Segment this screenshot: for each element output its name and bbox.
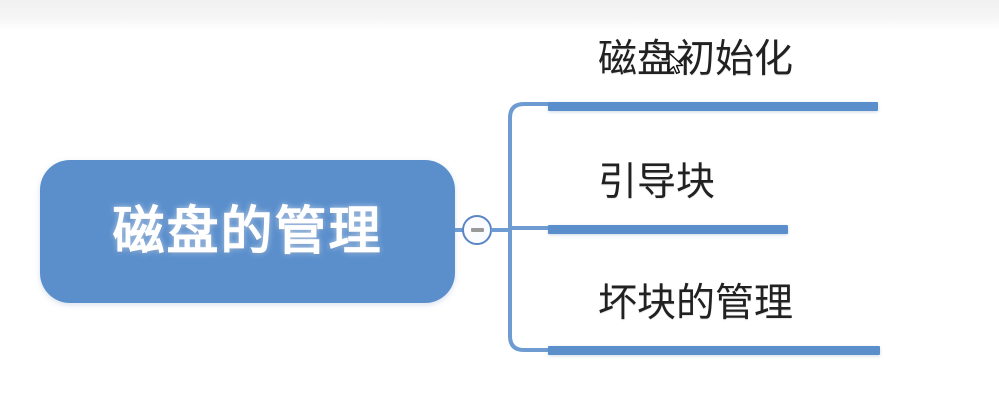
bracket-top-path — [508, 102, 552, 232]
root-connector-stub — [455, 228, 464, 232]
root-node[interactable]: 磁盘的管理 — [40, 160, 455, 303]
branch-underline-bar-0 — [548, 102, 878, 111]
minus-icon — [470, 228, 484, 232]
branch-underline-bar-1 — [548, 225, 788, 234]
root-node-label: 磁盘的管理 — [112, 201, 383, 262]
branch-label-2: 坏块的管理 — [598, 281, 794, 326]
bracket-bottom-path — [508, 224, 552, 352]
toggle-connector-stub — [491, 228, 511, 232]
collapse-toggle-button[interactable] — [462, 215, 492, 245]
top-edge-band — [0, 0, 999, 30]
branch-underline-bar-2 — [548, 346, 880, 355]
branch-label-1: 引导块 — [598, 160, 716, 205]
branch-label-0: 磁盘初始化 — [598, 37, 794, 82]
